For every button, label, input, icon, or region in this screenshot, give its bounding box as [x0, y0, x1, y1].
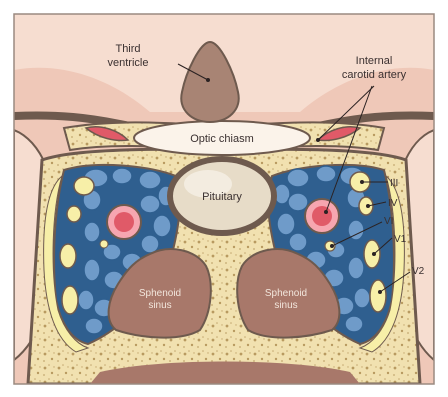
nerve-vi-leader-dot [330, 244, 334, 248]
left-nerve-v2 [62, 286, 78, 314]
label-pituitary: Pituitary [202, 191, 242, 203]
left-internal-carotid-lumen [114, 212, 134, 232]
left-nerve-v1 [60, 244, 76, 268]
nerve-v1-leader-dot [372, 252, 376, 256]
label-internal-carotid-2: carotid artery [342, 69, 407, 81]
nerve-iv-leader-dot [366, 204, 370, 208]
right-venous-channel [348, 257, 364, 279]
nerve-v2-leader-dot [378, 290, 382, 294]
left-venous-channel [153, 215, 171, 237]
label-third-ventricle-1: Third [115, 43, 140, 55]
label-sphenoid-left-2: sinus [148, 300, 171, 311]
right-venous-channel [288, 193, 308, 211]
label-sphenoid-left-1: Sphenoid [139, 288, 181, 299]
left-venous-channel [84, 222, 100, 242]
carotid-leader-1-dot [324, 210, 328, 214]
right-venous-channel [277, 213, 295, 235]
label-nerve-vi: VI [384, 216, 393, 227]
label-sphenoid-right-1: Sphenoid [265, 288, 307, 299]
right-venous-channel [289, 233, 307, 251]
label-nerve-v2: V2 [412, 266, 425, 277]
nerve-iii-leader-dot [360, 180, 364, 184]
label-third-ventricle-2: ventricle [108, 57, 149, 69]
left-venous-channel [112, 168, 132, 184]
label-optic-chiasm: Optic chiasm [190, 133, 254, 145]
left-venous-channel [78, 290, 94, 310]
left-venous-channel [84, 259, 100, 281]
right-nerve-v2 [370, 280, 386, 312]
label-nerve-iv: IV [388, 198, 398, 209]
right-venous-channel [316, 166, 336, 182]
third-ventricle-leader-dot [206, 78, 210, 82]
right-venous-channel [287, 169, 309, 187]
left-nerve-iv [67, 206, 81, 222]
carotid-leader-2-dot [316, 138, 320, 142]
label-internal-carotid-1: Internal [356, 55, 393, 67]
label-nerve-v1: V1 [394, 234, 407, 245]
left-venous-channel [85, 318, 103, 334]
left-venous-channel [140, 195, 160, 213]
left-nerve-iii [74, 177, 94, 195]
right-venous-channel [345, 316, 363, 332]
label-sphenoid-right-2: sinus [274, 300, 297, 311]
left-venous-channel [139, 171, 161, 189]
left-venous-channel [141, 235, 159, 253]
label-nerve-iii: III [390, 178, 398, 189]
right-internal-carotid-lumen [312, 206, 332, 226]
left-nerve-vi [100, 240, 108, 248]
right-venous-channel [354, 288, 370, 308]
